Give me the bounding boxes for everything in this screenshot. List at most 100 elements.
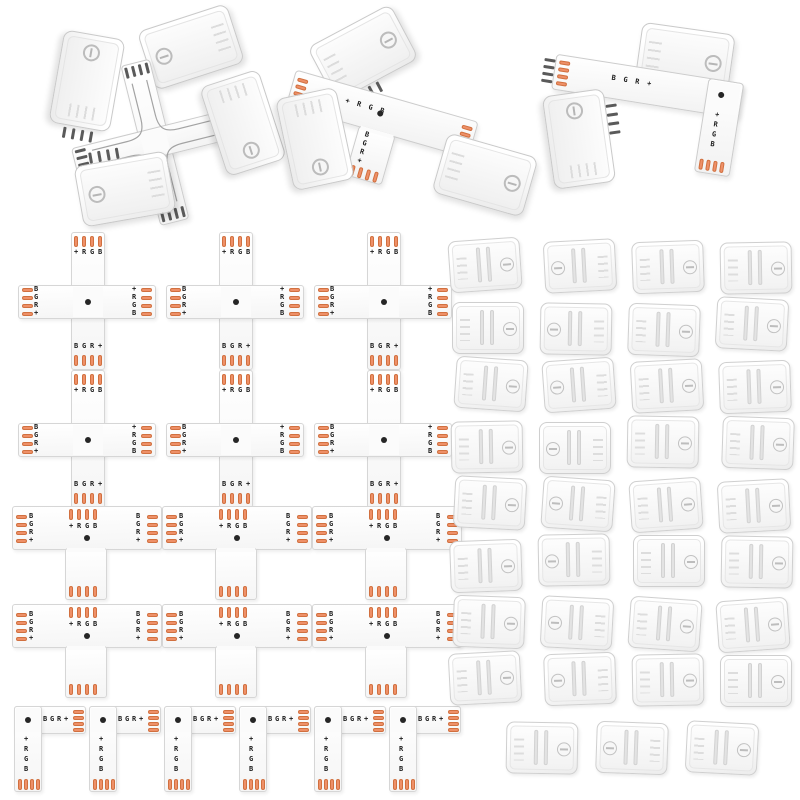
- pad-label: R: [436, 528, 441, 536]
- solder-pad: [180, 779, 184, 790]
- solder-pad: [74, 236, 78, 247]
- pad-label: +: [222, 386, 227, 394]
- clip-slot: [757, 249, 763, 285]
- pad-label: G: [99, 755, 104, 763]
- clip-connector: [541, 356, 617, 414]
- solder-pad: [330, 779, 334, 790]
- solder-pad: [147, 637, 158, 641]
- solder-pad: [238, 355, 242, 366]
- pad-label: B: [136, 512, 141, 520]
- junction-core: [67, 548, 105, 552]
- solder-pad: [111, 779, 115, 790]
- pad-label: +: [289, 715, 294, 723]
- clip-slot: [669, 661, 675, 697]
- solder-pad: [316, 531, 327, 535]
- via-dot: [400, 717, 406, 723]
- solder-pad: [93, 684, 97, 695]
- solder-pad: [393, 684, 397, 695]
- pad-label: G: [136, 618, 141, 626]
- ridge-lines-icon: [461, 492, 473, 516]
- solder-pad: [318, 779, 322, 790]
- pad-label: +: [24, 735, 29, 743]
- pad-label: +: [99, 735, 104, 743]
- pad-label: B: [74, 480, 79, 488]
- pad-label: +: [29, 536, 34, 544]
- clip-slot: [661, 543, 665, 578]
- via-dot: [84, 633, 90, 639]
- pad-label: G: [329, 520, 334, 528]
- pad-label: +: [369, 522, 374, 530]
- pad-label: G: [428, 301, 433, 309]
- via-dot: [384, 633, 390, 639]
- solder-pad: [230, 493, 234, 504]
- pad-label: R: [34, 301, 39, 309]
- solder-pad: [246, 493, 250, 504]
- pad-label: G: [280, 439, 285, 447]
- pad-label: +: [182, 447, 187, 455]
- pad-label: B: [436, 512, 441, 520]
- pad-label: B: [93, 620, 98, 628]
- clip-connector: [452, 475, 528, 531]
- solder-pad: [316, 621, 327, 625]
- pad-label: G: [399, 755, 404, 763]
- pad-label: R: [24, 745, 29, 753]
- pad-label: B: [343, 715, 348, 723]
- ridge-lines-icon: [723, 313, 735, 337]
- pad-label: R: [329, 626, 334, 634]
- solder-pad: [105, 779, 109, 790]
- clip-connector: [540, 475, 616, 533]
- pad-label: B: [182, 423, 187, 431]
- clip-connector: [721, 415, 795, 471]
- solder-pad: [246, 374, 250, 385]
- solder-pad: [373, 722, 384, 726]
- pad-label: +: [98, 480, 103, 488]
- pad-label: G: [436, 520, 441, 528]
- solder-pad: [69, 607, 73, 618]
- pad-label: B: [243, 522, 248, 530]
- pad-label: R: [436, 626, 441, 634]
- solder-pad: [22, 288, 33, 292]
- pad-label: R: [280, 431, 285, 439]
- solder-pad: [385, 509, 389, 520]
- solder-pad: [69, 586, 73, 597]
- solder-pad: [297, 613, 308, 617]
- pad-label: G: [428, 439, 433, 447]
- clip-slot: [654, 423, 660, 459]
- pad-label: B: [34, 285, 39, 293]
- solder-pad: [377, 509, 381, 520]
- solder-pad: [18, 779, 22, 790]
- solder-pad: [219, 607, 223, 618]
- solder-pad: [385, 586, 389, 597]
- solder-pad: [289, 442, 300, 446]
- pad-label: +: [330, 309, 335, 317]
- pad-label: B: [249, 765, 254, 773]
- ridge-lines-icon: [460, 612, 472, 635]
- pad-label: R: [29, 528, 34, 536]
- pad-label: G: [425, 715, 430, 723]
- pad-label: +: [280, 285, 285, 293]
- clip-connector: [452, 594, 526, 650]
- solder-pad: [255, 779, 259, 790]
- pad-label: G: [200, 715, 205, 723]
- pad-label: G: [85, 620, 90, 628]
- solder-pad: [393, 779, 397, 790]
- solder-pad: [74, 355, 78, 366]
- solder-pad: [243, 586, 247, 597]
- pad-label: G: [132, 439, 137, 447]
- pad-label: R: [90, 480, 95, 488]
- solder-pad: [318, 288, 329, 292]
- solder-pad: [448, 710, 459, 714]
- clip-connector: [715, 596, 791, 654]
- solder-pad: [166, 515, 177, 519]
- solder-pad: [77, 684, 81, 695]
- ridge-lines-icon: [456, 669, 468, 693]
- pad-label: B: [330, 285, 335, 293]
- pad-label: G: [230, 480, 235, 488]
- solder-pad: [141, 288, 152, 292]
- pad-label: G: [249, 755, 254, 763]
- via-dot: [381, 437, 387, 443]
- pad-label: G: [179, 520, 184, 528]
